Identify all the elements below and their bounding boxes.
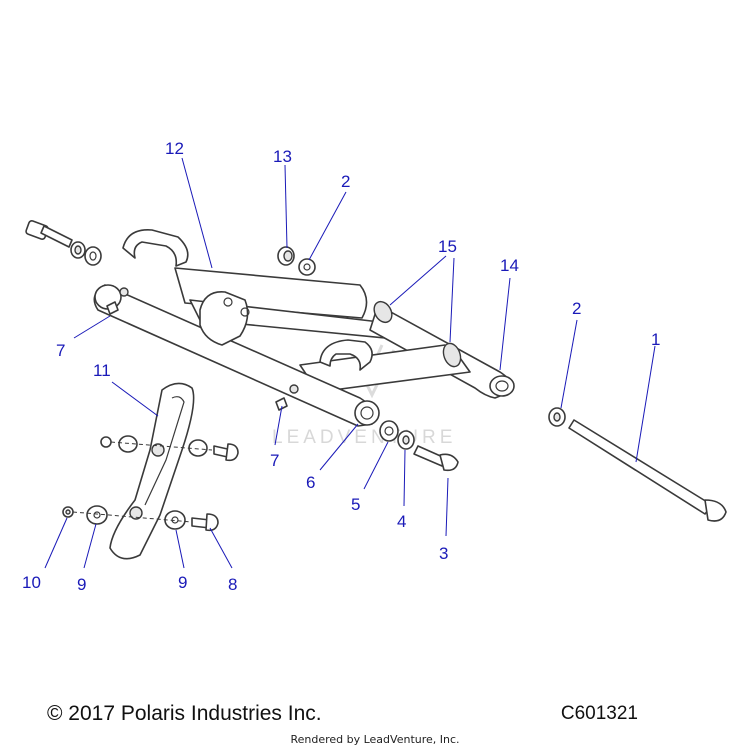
callout-3: 3 [439,544,448,563]
link-hardware-upper[interactable] [100,435,239,462]
lower-pivot-collar [442,342,462,368]
callout-7-left: 7 [56,341,65,360]
callout-9-right: 9 [178,573,187,592]
grease-fitting-7b[interactable] [275,397,288,411]
callout-15: 15 [438,237,457,256]
upper-loop-bracket [122,229,189,267]
callout-14: 14 [500,256,519,275]
washer-part-9-left[interactable] [86,505,108,525]
grease-fitting-7a[interactable] [106,301,119,315]
callout-13: 13 [273,147,292,166]
bolt-part-3[interactable] [413,445,459,472]
bolt-part-8[interactable] [191,513,219,532]
callout-9-left: 9 [77,575,86,594]
washer-part-2-top[interactable] [298,258,316,276]
callout-11: 11 [93,361,111,380]
rear-pivot-tube-end [489,375,515,397]
callout-labels: 1 2 2 3 4 5 6 7 7 8 9 9 10 11 12 13 14 1… [22,139,660,594]
shock-link-part-11[interactable] [109,382,195,560]
nut-part-10[interactable] [62,506,74,518]
lower-loop-bracket [319,339,373,371]
rear-pivot-collar [373,300,393,324]
leader-lines [44,157,656,569]
diagram-code: C601321 [560,703,638,724]
a-arm-assembly[interactable] [93,229,515,427]
washer-left-inner[interactable] [84,246,102,266]
callout-5: 5 [351,495,360,514]
washer-part-5[interactable] [379,420,399,442]
shaft-part-1[interactable] [568,419,727,522]
grease-fitting-boss-right [289,384,299,394]
washer-part-9-right[interactable] [164,510,186,530]
callout-10: 10 [22,573,41,592]
watermark-text: LEADVENTURE [272,427,456,448]
front-tube-right-end [354,400,380,426]
callout-8: 8 [228,575,237,594]
callout-12: 12 [165,139,184,158]
washer-part-2-right[interactable] [548,407,566,427]
washer-part-4[interactable] [397,430,415,450]
callout-2-right: 2 [572,299,581,318]
grease-fitting-boss-left [119,287,129,297]
callout-6: 6 [306,473,315,492]
nut-part-13[interactable] [277,246,295,266]
copyright-text: © 2017 Polaris Industries Inc. [47,702,322,725]
front-bolt-left[interactable] [25,220,73,248]
link-lower-axis [72,511,193,523]
callout-4: 4 [397,512,406,531]
washer-left-outer[interactable] [70,241,86,259]
rendered-by-text: Rendered by LeadVenture, Inc. [290,733,460,746]
callout-2-top: 2 [341,172,350,191]
callout-1: 1 [651,330,660,349]
shock-mount-bracket [199,291,249,346]
callout-7-right: 7 [270,451,279,470]
